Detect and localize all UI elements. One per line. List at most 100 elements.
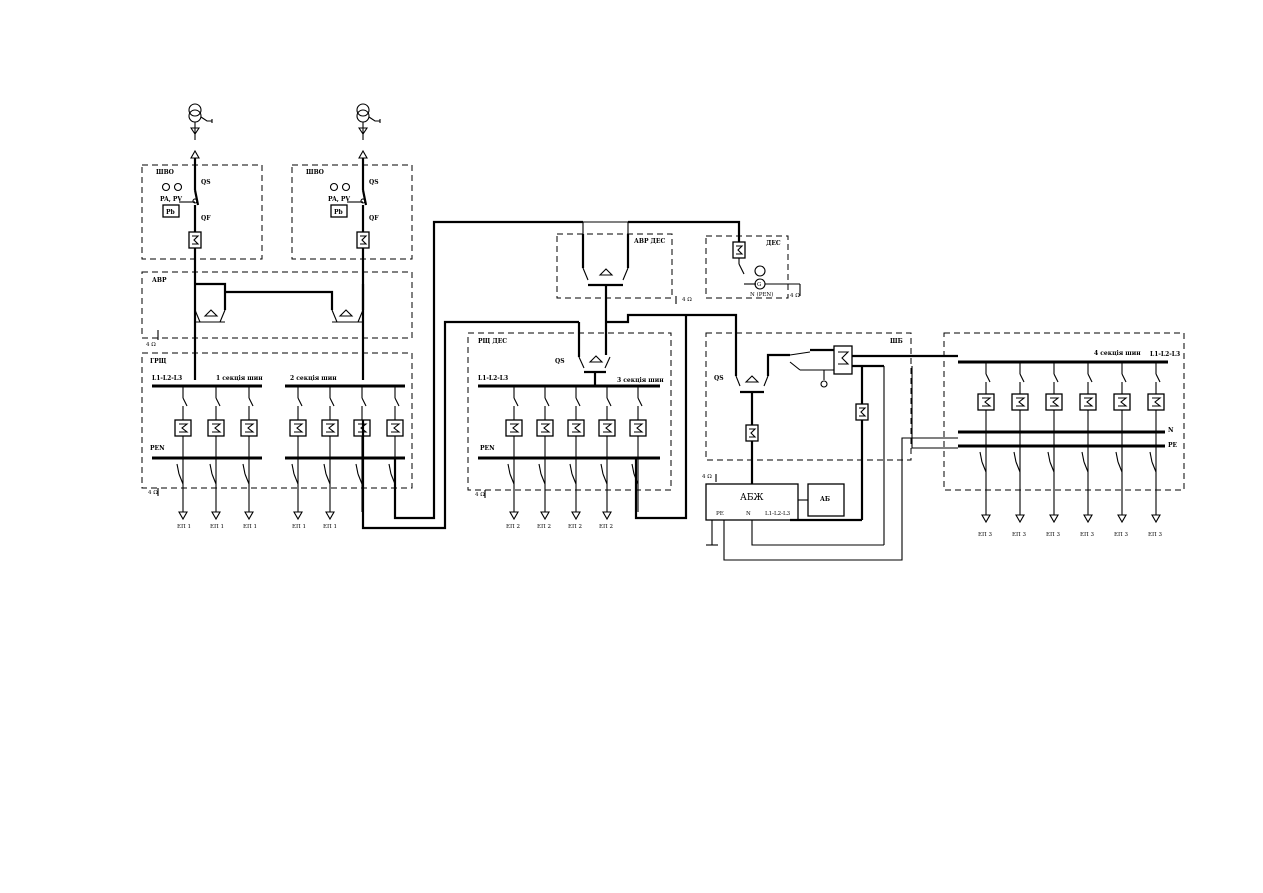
pb2-label: Pb xyxy=(334,209,343,216)
rshk-feeders xyxy=(977,362,1165,524)
consumer-arrow-icon xyxy=(1083,514,1093,524)
input-feeder-2 xyxy=(356,103,381,380)
dgs-feed-line xyxy=(393,220,583,520)
dgs-panel: ДЕС G N (PEN) 4 Ω xyxy=(628,220,801,299)
feeder xyxy=(289,386,307,521)
grshch-to-rshch-line xyxy=(361,320,579,530)
shvo1-label: ШВО xyxy=(156,169,174,176)
shb-panel: ШБ QS 4 Ω xyxy=(702,332,958,545)
avr-label: АВР xyxy=(152,277,167,284)
consumer-label: ЕП 1 xyxy=(210,524,224,530)
grshch-l123: L1-L2-L3 xyxy=(152,375,182,382)
consumer-arrow-icon xyxy=(981,514,991,524)
consumer-label: ЕП 3 xyxy=(1046,532,1061,538)
breaker-icon xyxy=(629,419,647,437)
consumer-arrow-icon xyxy=(178,511,188,521)
shvo2-label: ШВО xyxy=(306,169,324,176)
avr-dgs-panel: АВР ДЕС 4 Ω xyxy=(556,221,692,355)
breaker-icon xyxy=(207,419,225,437)
feeder xyxy=(536,386,554,521)
section-1-label: 1 секція шин xyxy=(216,375,263,382)
consumer-arrow-icon xyxy=(540,511,550,521)
breaker-icon xyxy=(1079,393,1097,411)
grshch-pen: PEN xyxy=(150,445,165,452)
rshk-n: N xyxy=(1168,427,1174,434)
feeder xyxy=(1113,362,1131,524)
shvo-panel-2: ШВО QS QF PA, PV Pb xyxy=(291,164,413,260)
ammeter-icon xyxy=(161,182,171,192)
grshch-ohm: 4 Ω xyxy=(148,490,158,496)
breaker-icon xyxy=(240,419,258,437)
abzh-l: L1-L2-L3 xyxy=(765,511,791,517)
consumer-arrow-icon xyxy=(509,511,519,521)
avr-dgs-label: АВР ДЕС xyxy=(634,238,665,245)
consumer-label: ЕП 1 xyxy=(323,524,337,530)
section-2-label: 2 секція шин xyxy=(290,375,337,382)
consumer-arrow-icon xyxy=(325,511,335,521)
rshch-to-shb-line xyxy=(634,315,688,520)
feeder xyxy=(1147,362,1165,524)
consumer-label: ЕП 1 xyxy=(177,524,191,530)
consumer-arrow-icon xyxy=(571,511,581,521)
dgs-label: ДЕС xyxy=(766,240,781,247)
rshk-l123: L1-L2-L3 xyxy=(1150,351,1180,358)
consumer-label: ЕП 1 xyxy=(292,524,306,530)
dgs-npen: N (PEN) xyxy=(750,291,773,298)
consumer-labels: ЕП 1 ЕП 1 ЕП 1 ЕП 1 ЕП 1 ЕП 2 ЕП 2 ЕП 2 … xyxy=(177,524,1163,538)
rshch-ohm: 4 Ω xyxy=(475,492,485,498)
grshch-panel: ГРЩ L1-L2-L3 1 секція шин 2 секція шин P… xyxy=(141,352,413,496)
consumer-label: ЕП 3 xyxy=(1012,532,1027,538)
breaker-icon xyxy=(386,419,404,437)
abzh-n: N xyxy=(746,511,751,517)
generator-symbol: G xyxy=(757,282,761,288)
rshk-panel: 4 секція шин L1-L2-L3 N PE xyxy=(943,332,1185,491)
feeder xyxy=(598,386,616,521)
consumer-label: ЕП 2 xyxy=(599,524,613,530)
feeder xyxy=(207,386,225,521)
abzh-pe: PE xyxy=(716,511,724,517)
qf-label: QF xyxy=(201,215,211,222)
feeder xyxy=(174,386,192,521)
feeder xyxy=(386,386,404,512)
feeder xyxy=(321,386,339,521)
breaker-icon xyxy=(1147,393,1165,411)
rshch-l123: L1-L2-L3 xyxy=(478,375,508,382)
rshch-dgs-feeders xyxy=(505,386,647,521)
shb-label: ШБ xyxy=(890,338,903,345)
feeder xyxy=(567,386,585,521)
consumer-arrow-icon xyxy=(293,511,303,521)
breaker-icon xyxy=(536,419,554,437)
breaker-icon xyxy=(1113,393,1131,411)
feeder xyxy=(1045,362,1063,524)
qf2-label: QF xyxy=(369,215,379,222)
section-3-label: 3 секція шин xyxy=(617,377,664,384)
consumer-label: ЕП 1 xyxy=(243,524,257,530)
shb-ohm: 4 Ω xyxy=(702,474,712,480)
feeder xyxy=(1079,362,1097,524)
consumer-arrow-icon xyxy=(244,511,254,521)
rshch-dgs-label: РЩ ДЕС xyxy=(478,338,507,345)
abzh-label: АБЖ xyxy=(740,493,764,503)
feeder xyxy=(629,386,647,512)
shb-qs: QS xyxy=(714,375,724,382)
breaker-icon xyxy=(567,419,585,437)
breaker-icon xyxy=(977,393,995,411)
consumer-label: ЕП 2 xyxy=(537,524,551,530)
rshch-pen: PEN xyxy=(480,445,495,452)
consumer-arrow-icon xyxy=(1151,514,1161,524)
voltmeter-icon xyxy=(341,182,351,192)
consumer-arrow-icon xyxy=(1117,514,1127,524)
ab-label: АБ xyxy=(820,496,830,503)
feeder xyxy=(505,386,523,521)
pa-pv2-label: PA, PV xyxy=(328,196,350,203)
feeder xyxy=(1011,362,1029,524)
rshch-qs: QS xyxy=(555,358,565,365)
section-4-label: 4 секція шин xyxy=(1094,350,1141,357)
consumer-label: ЕП 2 xyxy=(506,524,520,530)
consumer-arrow-icon xyxy=(211,511,221,521)
avr-dgs-ohm: 4 Ω xyxy=(682,297,692,303)
consumer-label: ЕП 3 xyxy=(978,532,993,538)
avr-ohm: 4 Ω xyxy=(146,342,156,348)
rshk-pe: PE xyxy=(1168,442,1178,449)
